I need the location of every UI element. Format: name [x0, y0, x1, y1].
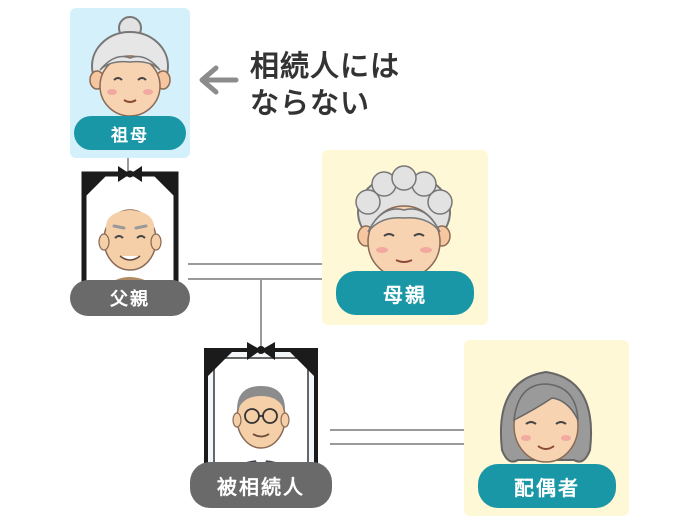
mourning-ribbon-icon: [247, 342, 275, 360]
father-card: 父親: [70, 160, 190, 320]
arrow-left-icon: [199, 65, 239, 95]
spouse-label: 配偶者: [478, 464, 616, 508]
father-portrait: [81, 166, 179, 295]
grandmother-card: 祖母: [70, 8, 190, 158]
note-line-1: 相続人には: [250, 49, 401, 83]
note-line-2: ならない: [250, 86, 371, 120]
not-heir-note: 相続人には ならない: [250, 48, 400, 122]
decedent-card: 被相続人: [190, 340, 332, 515]
decedent-label: 被相続人: [190, 462, 332, 508]
mother-label: 母親: [336, 271, 474, 315]
mourning-ribbon-icon: [118, 166, 142, 182]
grandmother-label: 祖母: [74, 116, 186, 150]
spouse-card: 配偶者: [464, 340, 629, 516]
father-label: 父親: [70, 280, 190, 316]
mother-card: 母親: [322, 150, 488, 325]
grandmother-portrait: [70, 8, 190, 158]
